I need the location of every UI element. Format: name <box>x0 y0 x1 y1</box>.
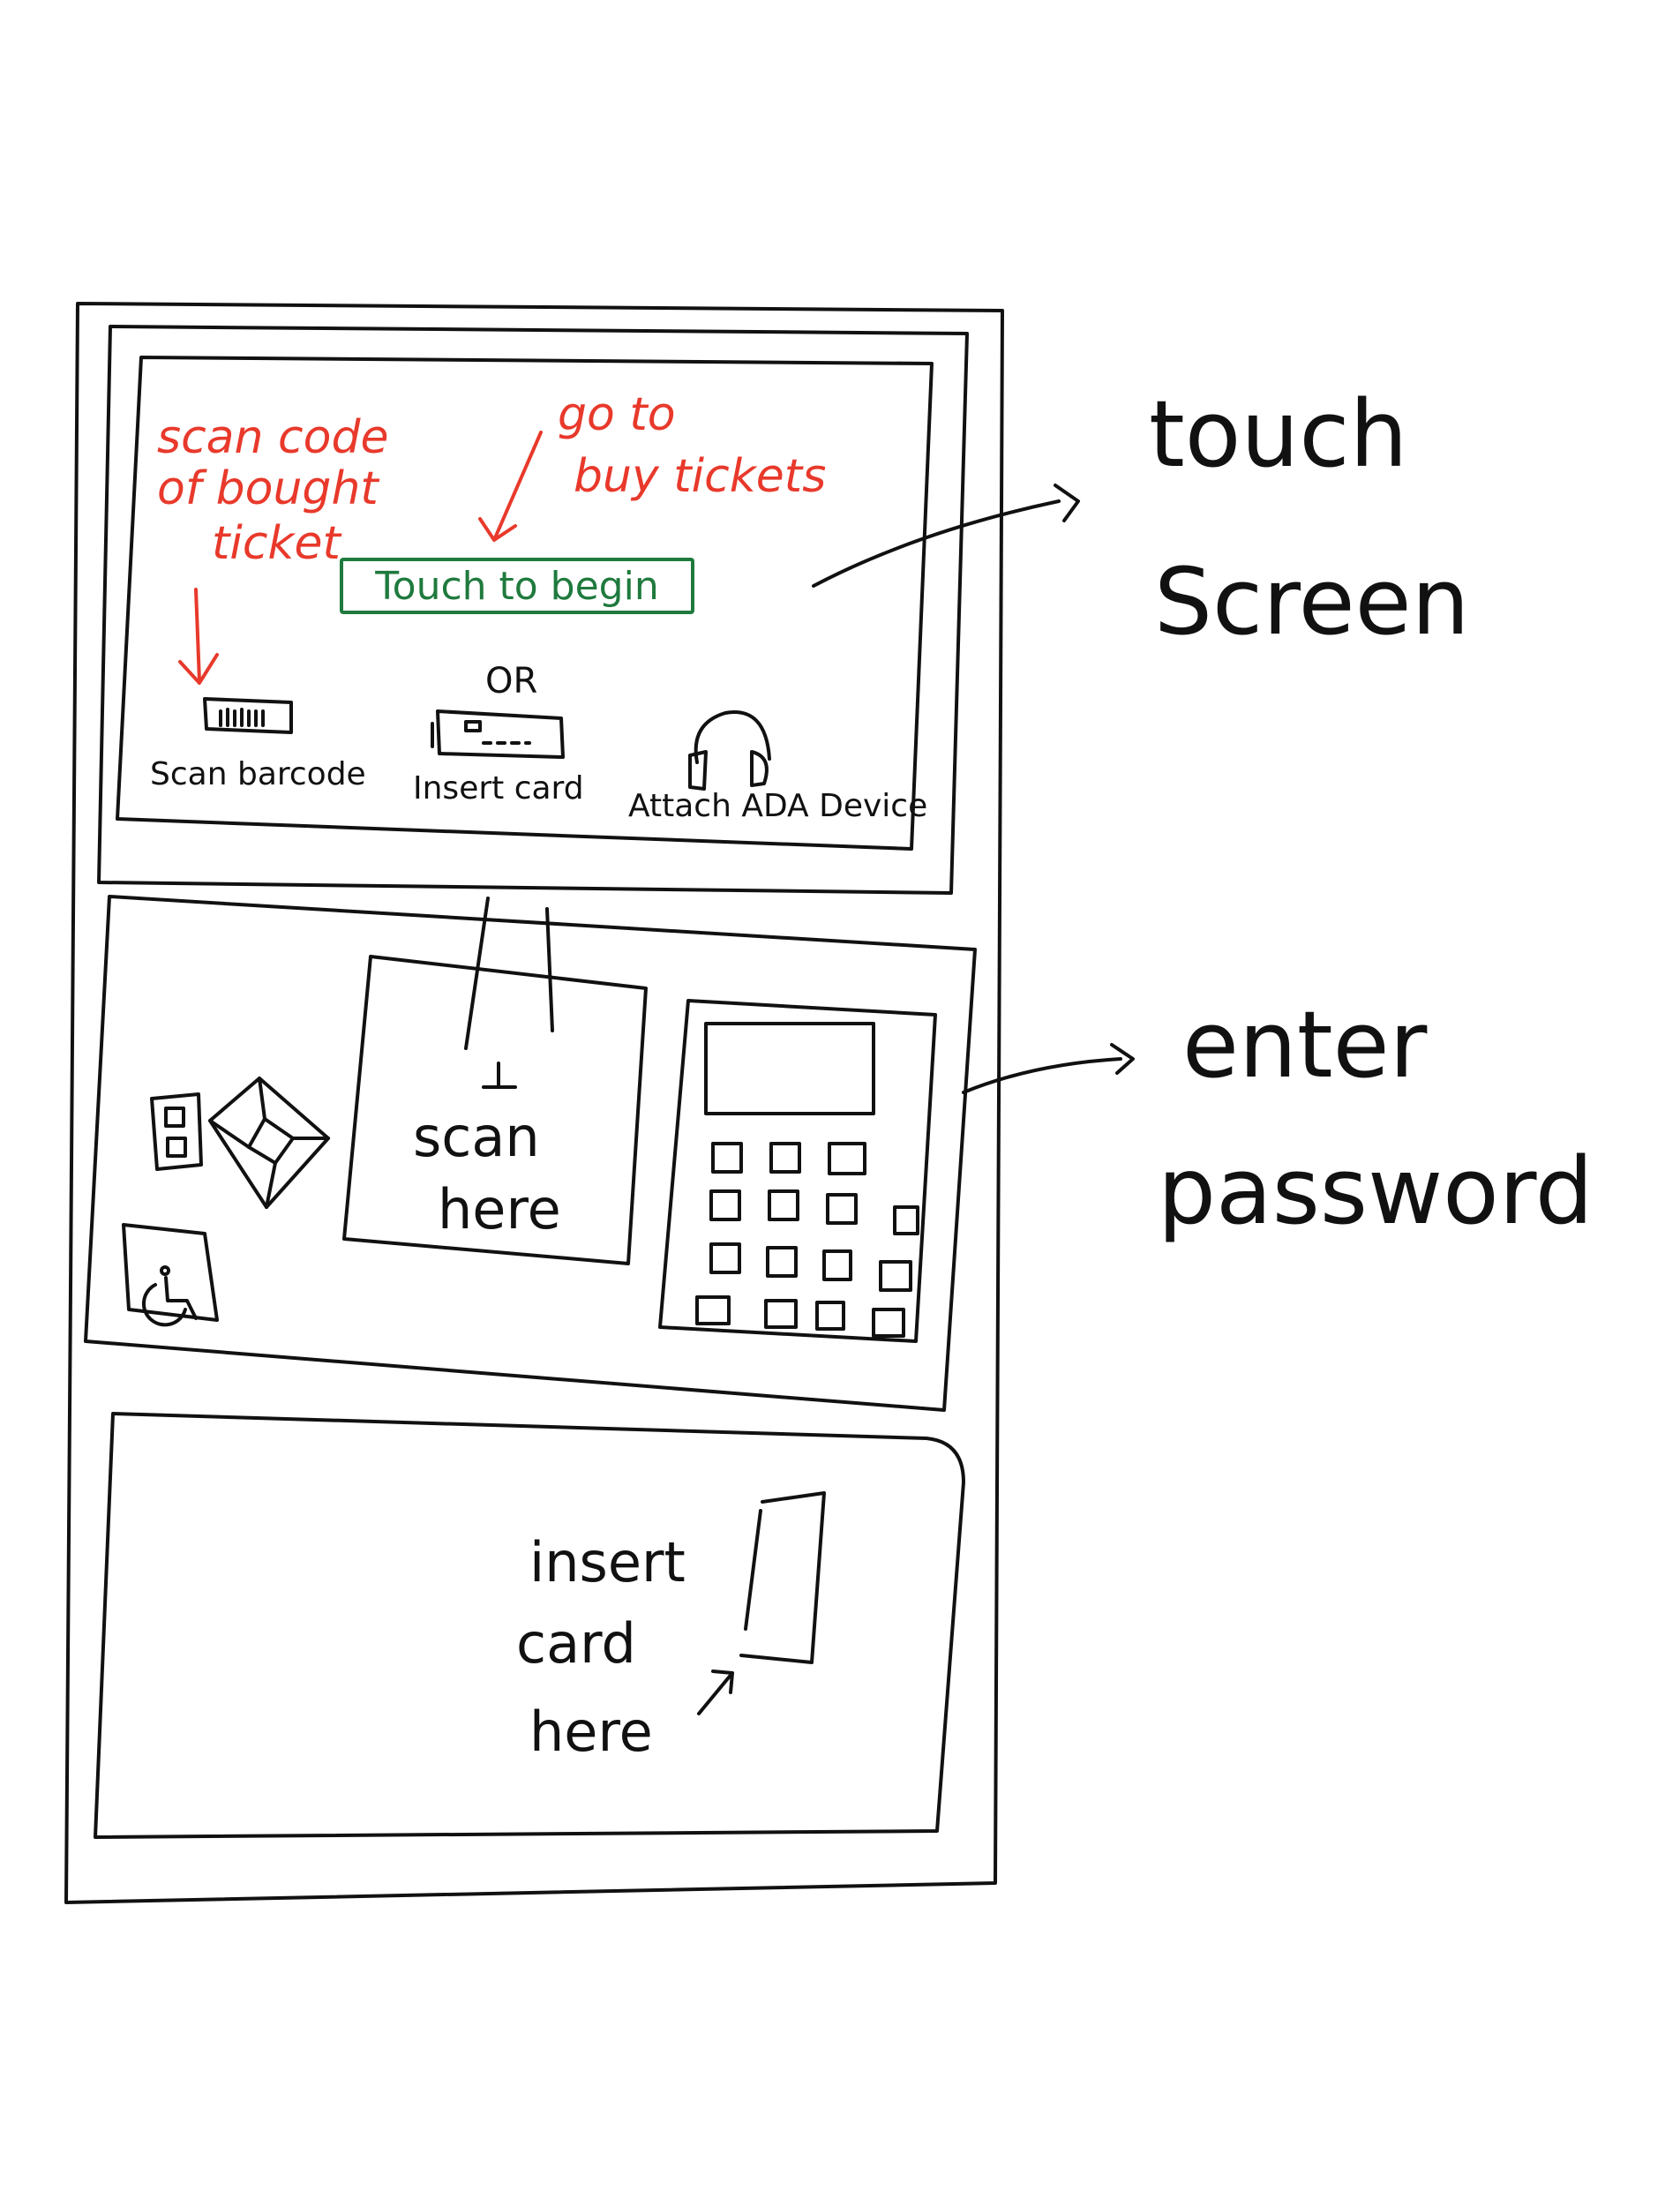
option-insert-card[interactable]: Insert card <box>413 770 584 807</box>
scan-area-box <box>342 955 648 1265</box>
callout-password: password <box>1158 1137 1594 1245</box>
scan-here-line1: scan <box>413 1105 540 1169</box>
touch-to-begin-button[interactable]: Touch to begin <box>340 558 694 614</box>
insert-card-line2: card <box>516 1611 636 1676</box>
annotation-scan-code-line2: of bought <box>157 462 379 515</box>
enter-password-arrow <box>962 1043 1135 1094</box>
diamond-icon <box>208 1077 330 1209</box>
wheelchair-icon <box>122 1223 219 1327</box>
screen-frame <box>97 325 969 895</box>
card-slot-icon <box>739 1491 826 1664</box>
option-attach-ada-device[interactable]: Attach ADA Device <box>628 788 928 824</box>
callout-screen: Screen <box>1154 548 1470 656</box>
arrow-to-touch-button <box>478 431 543 542</box>
scan-lines <box>464 897 554 1050</box>
callout-enter: enter <box>1182 991 1428 1099</box>
scan-here-line2: here <box>438 1177 561 1242</box>
keypad-frame <box>658 999 937 1343</box>
keypad-keys <box>695 1142 919 1338</box>
card-slot-arrow <box>697 1670 734 1715</box>
touch-to-begin-label: Touch to begin <box>375 563 659 609</box>
annotation-scan-code-line3: ticket <box>212 517 341 570</box>
or-label: OR <box>485 661 538 702</box>
touch-screen-arrow <box>812 484 1080 588</box>
option-scan-barcode[interactable]: Scan barcode <box>150 756 366 792</box>
headphones-icon <box>688 710 771 791</box>
insert-card-line1: insert <box>529 1530 686 1594</box>
arrow-to-scan-barcode <box>178 588 219 685</box>
scan-arrow <box>482 1062 517 1089</box>
barcode-scanner-icon <box>203 697 293 734</box>
card-slot-screen-icon <box>431 709 565 759</box>
annotation-scan-code-line1: scan code <box>157 411 389 464</box>
kiosk-frame <box>64 302 1004 1904</box>
annotation-go-to: go to <box>558 388 676 441</box>
insert-card-line3: here <box>529 1700 653 1764</box>
card-reader-icon <box>150 1092 203 1171</box>
bottom-panel-frame <box>94 1412 965 1839</box>
screen-inner <box>116 356 934 851</box>
middle-panel-frame <box>84 895 977 1412</box>
annotation-buy-tickets: buy tickets <box>574 450 827 503</box>
keypad-display-icon <box>704 1022 875 1115</box>
callout-touch: touch <box>1149 380 1408 488</box>
